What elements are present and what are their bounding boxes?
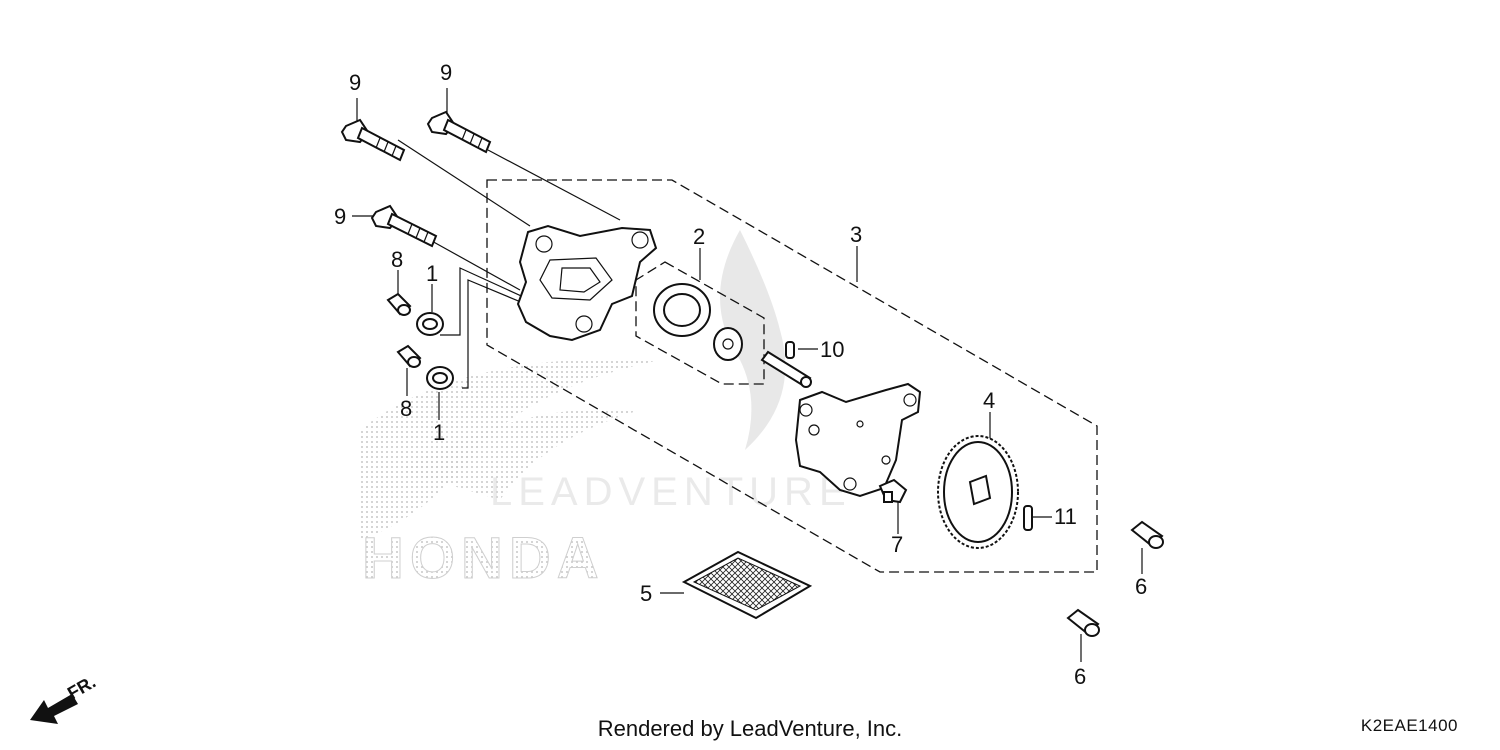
callout-9-middle: 9 <box>334 204 346 229</box>
render-credit: Rendered by LeadVenture, Inc. <box>597 716 903 741</box>
assembly-outline <box>486 179 1098 573</box>
callout-5: 5 <box>640 581 652 606</box>
dowel-8-lower <box>396 344 422 368</box>
leadventure-flame-watermark <box>720 230 786 450</box>
callout-9-top-left: 9 <box>349 70 361 95</box>
pump-gear-4 <box>937 435 1019 549</box>
callout-7: 7 <box>891 532 903 557</box>
dowel-8-upper <box>386 292 412 316</box>
bolt-9-top-left <box>340 118 406 162</box>
honda-watermark-text: HONDA <box>362 526 605 591</box>
callout-11: 11 <box>1054 504 1077 529</box>
pump-shaft <box>760 350 812 388</box>
callout-4: 4 <box>983 388 995 413</box>
rotor-set-bracket <box>635 261 765 385</box>
screw-7 <box>878 478 908 504</box>
outer-rotor-2 <box>653 283 711 337</box>
callout-6-bottom: 6 <box>1074 664 1086 689</box>
callout-8-lower: 8 <box>400 396 412 421</box>
callout-1-upper: 1 <box>426 261 438 286</box>
callout-2: 2 <box>693 224 705 249</box>
callout-3: 3 <box>850 222 862 247</box>
bolt-9-top-right <box>426 110 492 154</box>
pin-10 <box>785 341 795 359</box>
oil-pump-body <box>516 224 658 342</box>
diagram-code: K2EAE1400 <box>1360 716 1458 735</box>
honda-wing-watermark <box>360 358 660 540</box>
oil-strainer-5 <box>681 550 813 620</box>
pump-cover-3 <box>794 382 922 498</box>
dowel-6-right <box>1130 520 1164 549</box>
front-direction-arrow-icon <box>30 694 78 724</box>
leadventure-watermark-text: LEADVENTURE <box>490 470 852 514</box>
callout-1-lower: 1 <box>433 420 445 445</box>
dowel-6-bottom <box>1066 608 1100 637</box>
inner-rotor-2 <box>713 327 743 361</box>
callout-8-upper: 8 <box>391 247 403 272</box>
bolt-9-middle <box>370 204 438 248</box>
o-ring-1-upper <box>416 312 444 336</box>
callout-9-top-right: 9 <box>440 60 452 85</box>
callout-6-right: 6 <box>1135 574 1147 599</box>
callout-10: 10 <box>820 337 844 362</box>
o-ring-1-lower <box>426 366 454 390</box>
pin-11 <box>1023 505 1033 531</box>
